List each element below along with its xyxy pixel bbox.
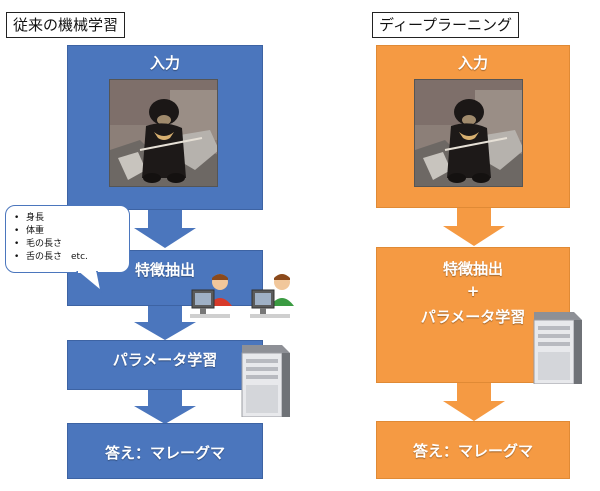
person-at-computer-icon [190,274,294,318]
right-plus-label: + [466,282,480,300]
bubble-item-fur: 毛の長さ [14,238,121,251]
bubble-item-weight: 体重 [14,225,121,238]
left-title: 従来の機械学習 [6,12,126,38]
left-answer-block: 答え：マレーグマ [67,423,263,479]
right-arrow-1 [443,208,505,246]
feature-bubble: 身長 体重 毛の長さ 舌の長さ etc. [5,205,130,273]
left-arrow-1 [134,210,196,248]
right-title: ディープラーニング [372,12,520,38]
server-tower-icon [241,345,290,417]
bubble-item-height: 身長 [14,212,121,225]
left-arrow-2 [134,306,196,340]
left-arrow-3 [134,390,196,424]
server-tower-icon [533,312,582,384]
left-bear-photo [109,79,218,187]
right-feature-label: 特徴抽出 [442,260,503,278]
left-input-label: 入力 [149,54,180,72]
right-arrow-2 [443,383,505,421]
left-answer-label: 答え：マレーグマ [104,444,225,462]
left-param-block: パラメータ学習 [67,340,263,390]
right-input-label: 入力 [457,54,488,72]
bubble-item-tongue: 舌の長さ etc. [14,251,121,264]
right-bear-photo [414,79,523,187]
right-answer-block: 答え：マレーグマ [376,421,570,479]
sun-bear-image [110,80,217,186]
left-feature-label: 特徴抽出 [134,261,195,279]
right-answer-label: 答え：マレーグマ [412,442,533,460]
right-param-label: パラメータ学習 [420,308,526,326]
bubble-tail [75,271,103,293]
sun-bear-image [415,80,522,186]
left-param-label: パラメータ学習 [112,351,218,369]
